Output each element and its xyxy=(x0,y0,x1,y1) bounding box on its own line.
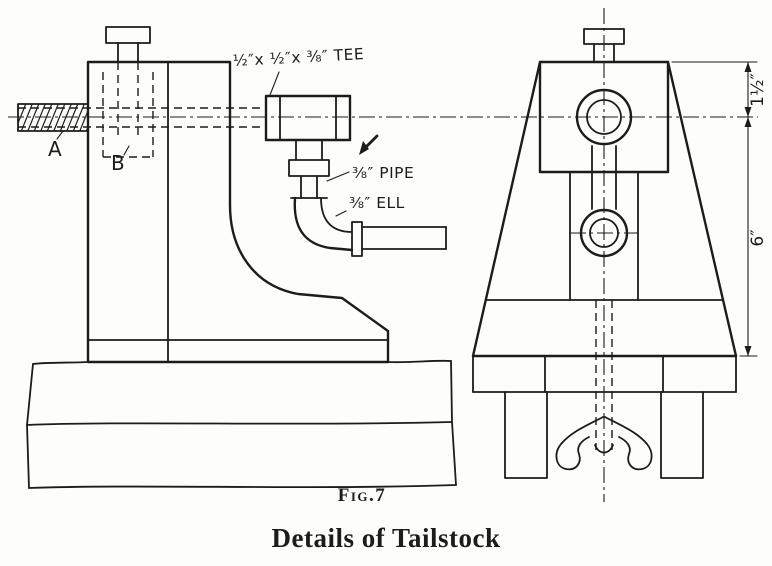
clamp-claw xyxy=(555,416,653,471)
dim-upper-label: 1½″ xyxy=(748,73,768,107)
ell-label-leader xyxy=(335,210,347,217)
ram-hole xyxy=(575,88,633,146)
bed-top-left xyxy=(32,361,89,365)
tee-body xyxy=(264,94,352,142)
centerlines xyxy=(8,8,758,502)
arrowhead-down-1 xyxy=(744,107,752,117)
figure-caption: Details of Tailstock xyxy=(271,523,500,553)
right-slant-edge xyxy=(666,60,738,358)
lathe-bed-side xyxy=(26,359,457,489)
ell-inner-curve xyxy=(320,197,353,233)
bed-top-right xyxy=(387,359,452,364)
pipe-label: ⅜″ PIPE xyxy=(352,164,414,182)
dimensions: 1½″ 6″ xyxy=(671,61,768,357)
label-b: B xyxy=(111,151,125,175)
arrowhead-down-2 xyxy=(744,346,752,356)
ram-housing-boss xyxy=(538,60,670,174)
pipe-arrowhead xyxy=(359,141,369,155)
tee-label: ½″x ½″x ⅜″ TEE xyxy=(232,45,364,70)
tee-label-leader xyxy=(269,71,280,96)
dim-lower-label: 6″ xyxy=(748,229,768,246)
bed-right-edge xyxy=(450,360,457,486)
front-casting xyxy=(471,60,738,358)
tee-branch-socket xyxy=(288,159,330,177)
side-view: A B xyxy=(17,26,457,489)
left-slant-edge xyxy=(471,60,542,358)
label-b-leader xyxy=(123,145,130,156)
hidden-pocket-b xyxy=(102,72,154,158)
bed-mid-line xyxy=(26,421,453,426)
fig-number-label: Fig.7 xyxy=(338,485,387,506)
lathe-bed-front xyxy=(471,354,738,479)
screw-thread-hatching xyxy=(18,104,88,131)
ell-fitting xyxy=(290,196,363,257)
bed-bottom-line xyxy=(28,484,457,489)
bolt-head xyxy=(105,26,151,44)
ell-label: ⅜″ ELL xyxy=(349,194,405,212)
arrowhead-up-2 xyxy=(744,117,752,127)
body-outline xyxy=(86,60,390,364)
front-view: 1½″ 6″ xyxy=(471,28,768,479)
tailstock-body xyxy=(86,60,390,364)
claw-left-arm xyxy=(555,416,604,471)
bed-left-leg xyxy=(504,391,548,479)
ram-hole-inner xyxy=(586,99,622,135)
label-a-leader xyxy=(56,130,64,140)
front-clamp-bolt xyxy=(583,28,625,63)
pipe-label-leader xyxy=(326,171,350,182)
tee-fitting xyxy=(264,94,352,177)
screw-boss xyxy=(570,145,638,258)
ram-hole-outer xyxy=(575,88,633,146)
pipe-nipple xyxy=(300,175,318,199)
bed-right-leg xyxy=(660,391,704,479)
ell-outlet-flange xyxy=(351,221,363,257)
outlet-pipe xyxy=(361,226,447,250)
label-a: A xyxy=(48,137,62,161)
bed-left-edge xyxy=(26,363,34,489)
top-clamp-bolt xyxy=(105,26,151,140)
claw-right-arm xyxy=(604,416,653,471)
ell-outer-curve xyxy=(293,196,354,252)
arrowhead-up-1 xyxy=(744,62,752,72)
claw-center xyxy=(594,444,614,454)
front-bolt-head xyxy=(583,28,625,45)
